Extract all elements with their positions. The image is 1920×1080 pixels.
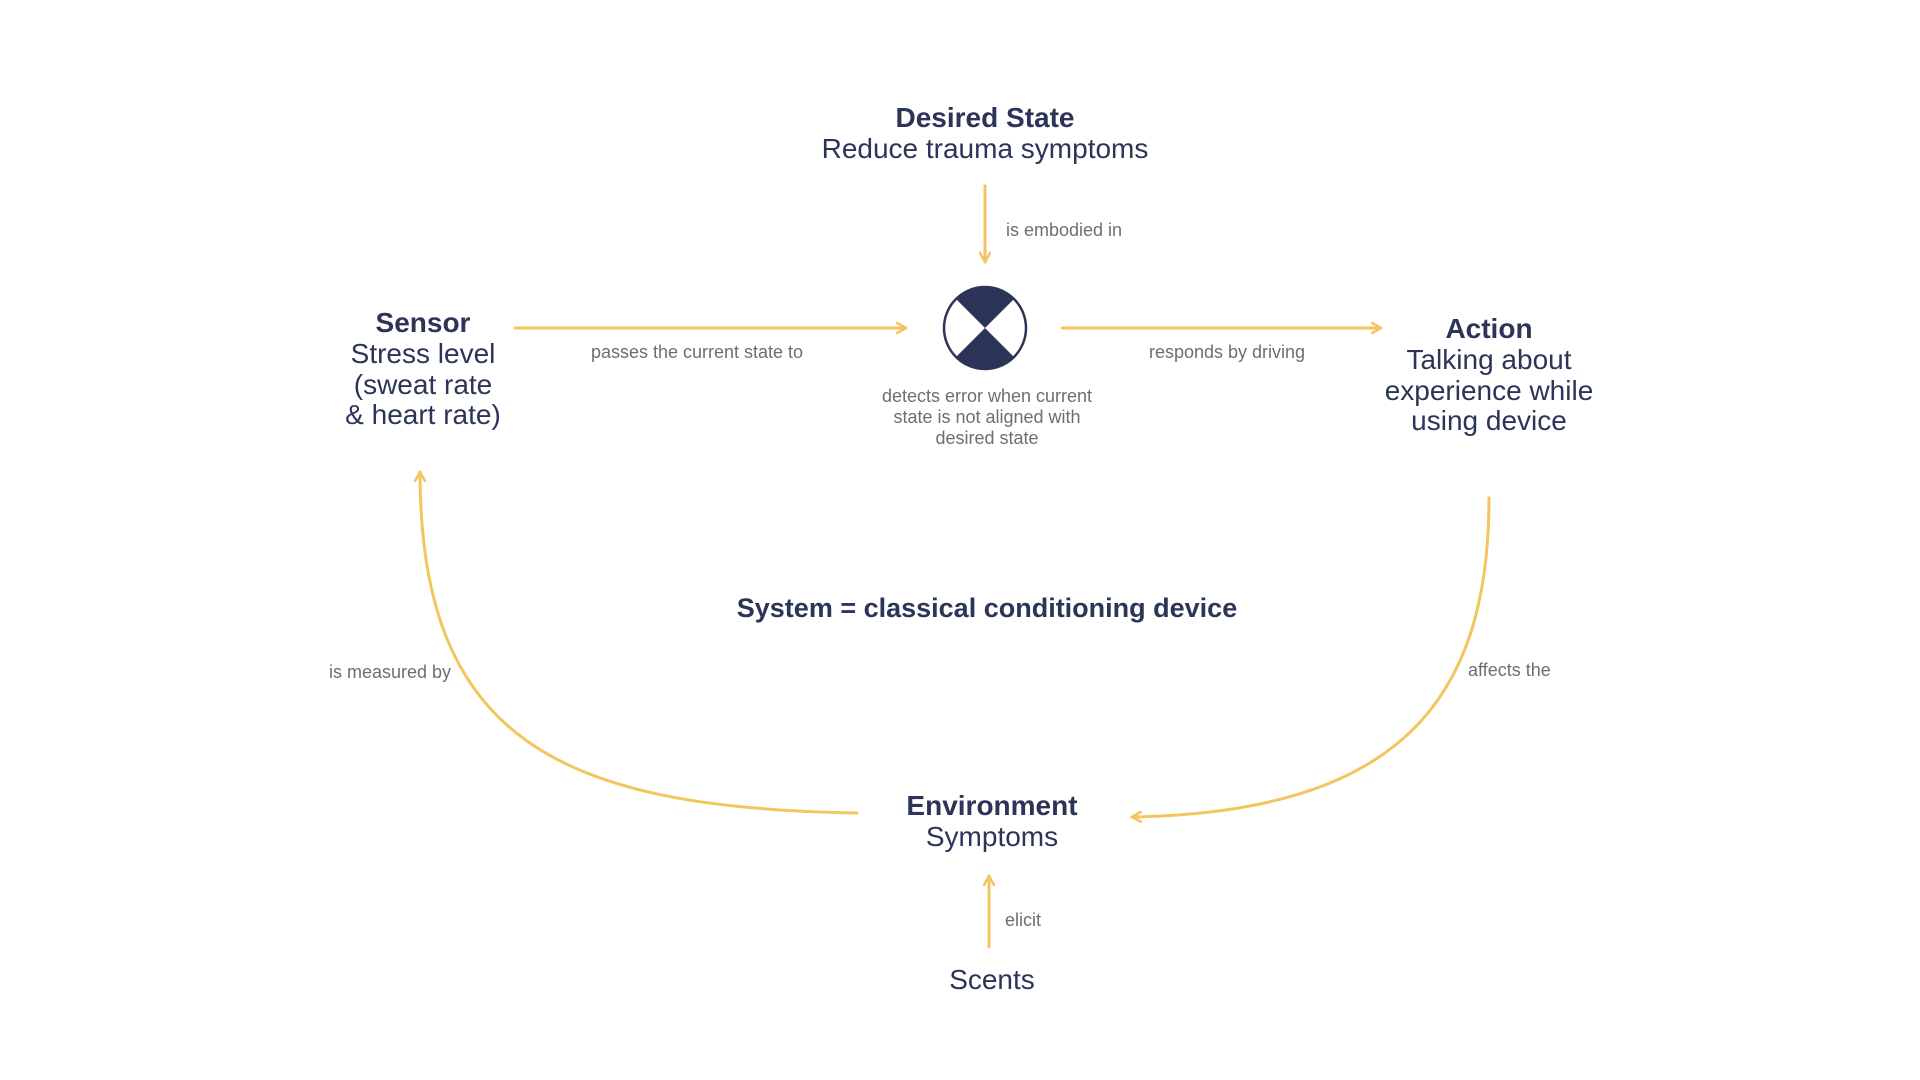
comparator-icon — [942, 285, 1028, 371]
sensor-node: Sensor Stress level (sweat rate & heart … — [345, 307, 501, 430]
scents-node: Scents — [949, 964, 1035, 995]
comparator-note-line-3: desired state — [935, 428, 1038, 448]
environment-title: Environment — [906, 790, 1077, 821]
affects-arrow — [1130, 496, 1491, 817]
sensor-text-line-1: Stress level — [351, 338, 496, 369]
measured-label: is measured by — [329, 662, 451, 682]
sensor-text-line-3: & heart rate) — [345, 399, 501, 430]
embodied-label: is embodied in — [1006, 220, 1122, 240]
elicit-label: elicit — [1005, 910, 1041, 930]
action-title: Action — [1445, 313, 1532, 344]
action-text-line-1: Talking about — [1406, 344, 1571, 375]
sensor-text-line-2: (sweat rate — [354, 369, 493, 400]
desired-state-text: Reduce trauma symptoms — [822, 133, 1149, 164]
comparator-note-line-1: detects error when current — [882, 386, 1092, 406]
desired-state-title: Desired State — [896, 102, 1075, 133]
responds-label: responds by driving — [1149, 342, 1305, 362]
affects-label: affects the — [1468, 660, 1551, 680]
environment-node: Environment Symptoms — [906, 790, 1077, 852]
comparator-note-line-2: state is not aligned with — [893, 407, 1080, 427]
action-text-line-3: using device — [1411, 405, 1567, 436]
action-text-line-2: experience while — [1385, 375, 1594, 406]
desired-state-node: Desired State Reduce trauma symptoms — [822, 102, 1149, 164]
environment-text: Symptoms — [926, 821, 1058, 852]
passes-label: passes the current state to — [591, 342, 803, 362]
measured-arrow — [420, 470, 859, 815]
action-node: Action Talking about experience while us… — [1385, 313, 1594, 436]
sensor-title: Sensor — [376, 307, 471, 338]
system-label: System = classical conditioning device — [737, 593, 1237, 623]
